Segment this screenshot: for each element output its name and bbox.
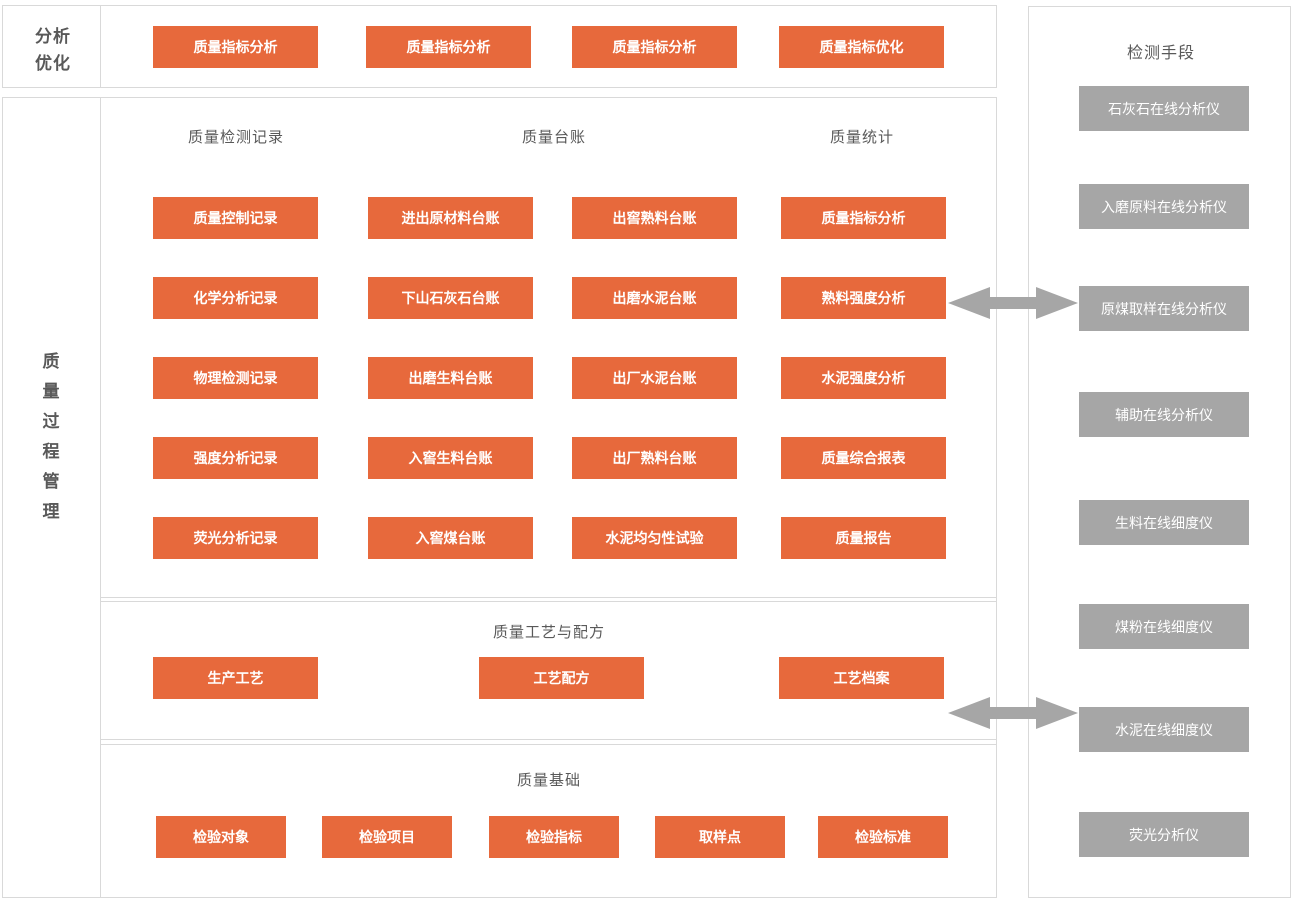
process-band-label: 质 量 过 程 管 理 xyxy=(20,347,82,527)
node-device-5: 生料在线细度仪 xyxy=(1079,500,1249,545)
node-analysis-2: 质量指标分析 xyxy=(366,26,531,68)
craft-panel-title: 质量工艺与配方 xyxy=(492,624,606,641)
node-analysis-1: 质量指标分析 xyxy=(153,26,318,68)
node-base-2: 检验项目 xyxy=(322,816,452,858)
node-records-r5c3: 水泥均匀性试验 xyxy=(572,517,737,559)
analysis-band-label-line2: 优化 xyxy=(35,54,71,73)
process-band-label-char: 理 xyxy=(42,502,60,521)
double-arrow-icon xyxy=(948,287,1078,319)
node-device-2: 入磨原料在线分析仪 xyxy=(1079,184,1249,229)
node-device-8: 荧光分析仪 xyxy=(1079,812,1249,857)
double-arrow-icon xyxy=(948,697,1078,729)
node-craft-3: 工艺档案 xyxy=(779,657,944,699)
node-records-r5c1: 荧光分析记录 xyxy=(153,517,318,559)
analysis-band-label: 分析 优化 xyxy=(11,23,95,77)
node-craft-2: 工艺配方 xyxy=(479,657,644,699)
process-band-label-char: 程 xyxy=(42,442,60,461)
node-base-3: 检验指标 xyxy=(489,816,619,858)
analysis-band-divider xyxy=(100,6,101,87)
node-records-r5c4: 质量报告 xyxy=(781,517,946,559)
node-records-r1c1: 质量控制记录 xyxy=(153,197,318,239)
node-device-3: 原煤取样在线分析仪 xyxy=(1079,286,1249,331)
craft-panel: 质量工艺与配方 生产工艺 工艺配方 工艺档案 xyxy=(100,601,997,740)
node-analysis-3: 质量指标分析 xyxy=(572,26,737,68)
node-base-1: 检验对象 xyxy=(156,816,286,858)
node-records-r3c3: 出厂水泥台账 xyxy=(572,357,737,399)
node-records-r3c2: 出磨生料台账 xyxy=(368,357,533,399)
node-craft-1: 生产工艺 xyxy=(153,657,318,699)
node-records-r1c4: 质量指标分析 xyxy=(781,197,946,239)
node-records-r3c4: 水泥强度分析 xyxy=(781,357,946,399)
node-records-r1c2: 进出原材料台账 xyxy=(368,197,533,239)
node-records-r5c2: 入窖煤台账 xyxy=(368,517,533,559)
base-panel: 质量基础 检验对象 检验项目 检验指标 取样点 检验标准 xyxy=(100,744,997,898)
node-records-r4c4: 出厂熟料台账 xyxy=(572,437,737,479)
node-records-r2c4: 熟料强度分析 xyxy=(781,277,946,319)
node-records-r4c2: 入窖生料台账 xyxy=(368,437,533,479)
node-records-r3c1: 物理检测记录 xyxy=(153,357,318,399)
records-panel-header-3: 质量统计 xyxy=(829,129,895,146)
node-records-r4c4: 质量综合报表 xyxy=(781,437,946,479)
records-panel: 质量检测记录 质量台账 质量统计 质量控制记录 进出原材料台账 出窖熟料台账 质… xyxy=(100,97,997,598)
node-records-r2c1: 化学分析记录 xyxy=(153,277,318,319)
records-panel-header-1: 质量检测记录 xyxy=(187,129,285,146)
detection-panel-title: 检测手段 xyxy=(1126,45,1196,62)
node-device-4: 辅助在线分析仪 xyxy=(1079,392,1249,437)
node-analysis-4: 质量指标优化 xyxy=(779,26,944,68)
process-band-label-char: 过 xyxy=(42,412,60,431)
node-records-r2c2: 下山石灰石台账 xyxy=(368,277,533,319)
base-panel-title: 质量基础 xyxy=(516,772,582,789)
process-band-label-char: 质 xyxy=(42,352,60,371)
node-base-4: 取样点 xyxy=(655,816,785,858)
analysis-band-box: 分析 优化 质量指标分析 质量指标分析 质量指标分析 质量指标优化 xyxy=(2,5,997,88)
process-band-label-char: 量 xyxy=(42,382,60,401)
process-band-label-char: 管 xyxy=(42,472,60,491)
analysis-band-label-line1: 分析 xyxy=(35,27,71,46)
node-base-5: 检验标准 xyxy=(818,816,948,858)
node-device-7: 水泥在线细度仪 xyxy=(1079,707,1249,752)
node-records-r1c3: 出窖熟料台账 xyxy=(572,197,737,239)
node-records-r2c3: 出磨水泥台账 xyxy=(572,277,737,319)
node-device-6: 煤粉在线细度仪 xyxy=(1079,604,1249,649)
detection-panel: 检测手段 石灰石在线分析仪 入磨原料在线分析仪 原煤取样在线分析仪 辅助在线分析… xyxy=(1028,6,1291,898)
node-device-1: 石灰石在线分析仪 xyxy=(1079,86,1249,131)
records-panel-header-2: 质量台账 xyxy=(521,129,587,146)
node-records-r4c1: 强度分析记录 xyxy=(153,437,318,479)
